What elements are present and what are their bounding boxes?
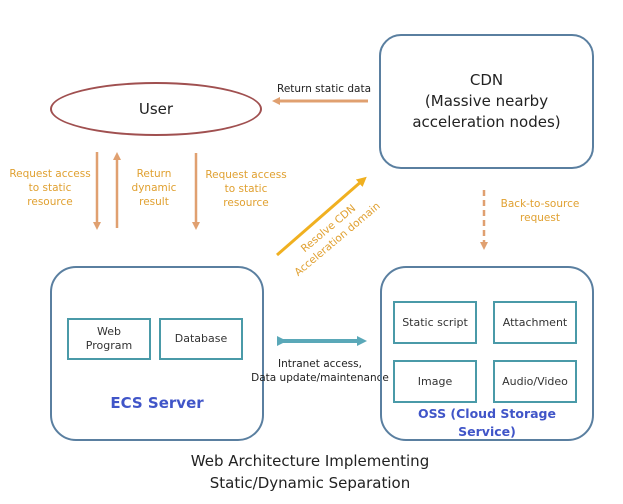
cdn-subtitle-line1: (Massive nearby	[424, 92, 549, 110]
ecs-server-title: ECS Server	[110, 394, 204, 412]
ecs-server-node: Web Program Database ECS Server	[50, 266, 264, 441]
audio-video-component: Audio/Video	[493, 360, 577, 403]
web-program-component: Web Program	[67, 318, 151, 360]
cdn-node: CDN (Massive nearby acceleration nodes)	[379, 34, 594, 169]
request-static-right-label: Request access to static resource	[205, 169, 287, 209]
cdn-subtitle-line2: acceleration nodes)	[412, 113, 561, 131]
user-node: User	[50, 82, 262, 136]
return-dynamic-label: Return dynamic result	[131, 168, 177, 208]
attachment-component: Attachment	[493, 301, 577, 344]
diagram-caption: Web Architecture Implementing Static/Dyn…	[190, 452, 430, 492]
static-script-component: Static script	[393, 301, 477, 344]
oss-node: Static script Attachment Image Audio/Vid…	[380, 266, 594, 441]
request-static-left-label: Request access to static resource	[9, 168, 91, 208]
database-component: Database	[159, 318, 243, 360]
oss-title: OSS (Cloud Storage Service)	[418, 406, 556, 439]
user-label: User	[138, 100, 174, 118]
image-component: Image	[393, 360, 477, 403]
arrow-resolve-cdn	[276, 176, 367, 257]
back-to-source-label: Back-to-source request	[500, 198, 580, 224]
return-static-data-label: Return static data	[277, 83, 371, 95]
intranet-label: Intranet access, Data update/maintenance	[251, 358, 389, 384]
cdn-title: CDN	[469, 71, 504, 89]
